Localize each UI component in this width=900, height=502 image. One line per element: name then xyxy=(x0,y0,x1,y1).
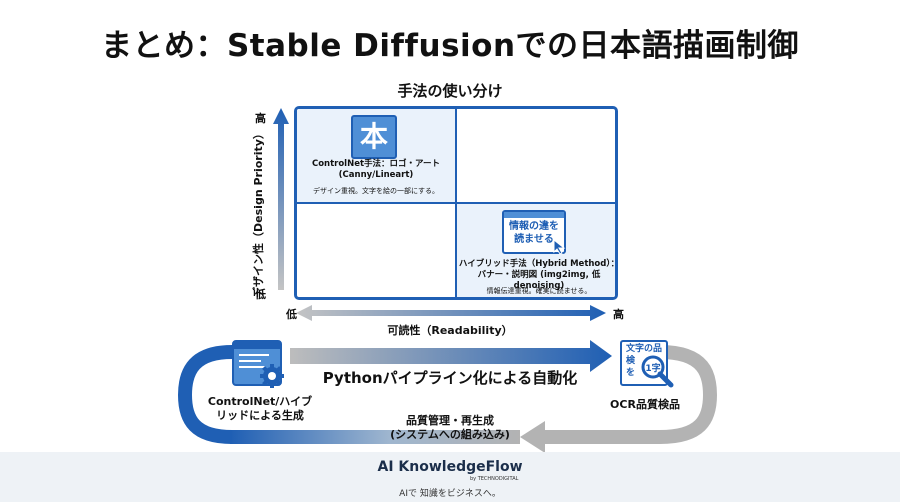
footer-brand: AI KnowledgeFlow xyxy=(377,459,523,475)
left-node-label: ControlNet/ハイブ リッドによる生成 xyxy=(207,395,313,422)
bottom-right-subtitle: バナー・説明図 (img2img, 低denoising) xyxy=(477,270,601,291)
grid-title: 手法の使い分け xyxy=(397,82,503,100)
pipeline-label: Pythonパイプライン化による自動化 xyxy=(322,369,578,387)
right-curve xyxy=(659,345,718,444)
gear-icon xyxy=(260,364,284,388)
left-curve xyxy=(177,345,233,444)
magnifier-text: 1字 xyxy=(645,364,661,374)
right-node-label: OCR品質検品 xyxy=(610,398,680,411)
top-left-title: ControlNet手法：ロゴ・アート xyxy=(311,159,441,169)
page-title: まとめ：Stable Diffusionでの日本語描画制御 xyxy=(100,28,800,64)
y-axis-high: 高 xyxy=(255,112,266,125)
x-axis-label: 可読性（Readability） xyxy=(387,324,513,337)
pipeline-arrow xyxy=(290,340,612,372)
top-left-subtitle: (Canny/Lineart) xyxy=(338,170,414,180)
top-left-desc: デザイン重視。文字を絵の一部にする。 xyxy=(312,187,440,195)
footer-tagline: AIで 知識をビジネスへ。 xyxy=(399,489,501,499)
kanji-art-icon: 本 xyxy=(351,115,397,159)
bottom-right-title: ハイブリッド手法（Hybrid Method）： xyxy=(458,259,618,269)
x-axis-low: 低 xyxy=(286,308,297,321)
bottom-return xyxy=(230,430,520,444)
bottom-right-desc: 情報伝達重視。確実に読ませる。 xyxy=(486,287,592,295)
bottom-arrow xyxy=(520,421,660,453)
quadrant-grid: 本 ControlNet手法：ロゴ・アート (Canny/Lineart) デザ… xyxy=(294,106,618,300)
y-axis-arrow xyxy=(273,108,289,290)
bottom-label: 品質管理・再生成 (システムへの組み込み) xyxy=(390,414,510,441)
x-axis-arrow xyxy=(296,305,606,321)
footer-by: by TECHNODIGITAL xyxy=(470,476,519,482)
footer xyxy=(0,452,900,502)
x-axis-high: 高 xyxy=(613,308,624,321)
y-axis-low: 低 xyxy=(255,288,266,301)
cursor-icon xyxy=(553,239,566,255)
magnifier-icon xyxy=(641,355,674,388)
